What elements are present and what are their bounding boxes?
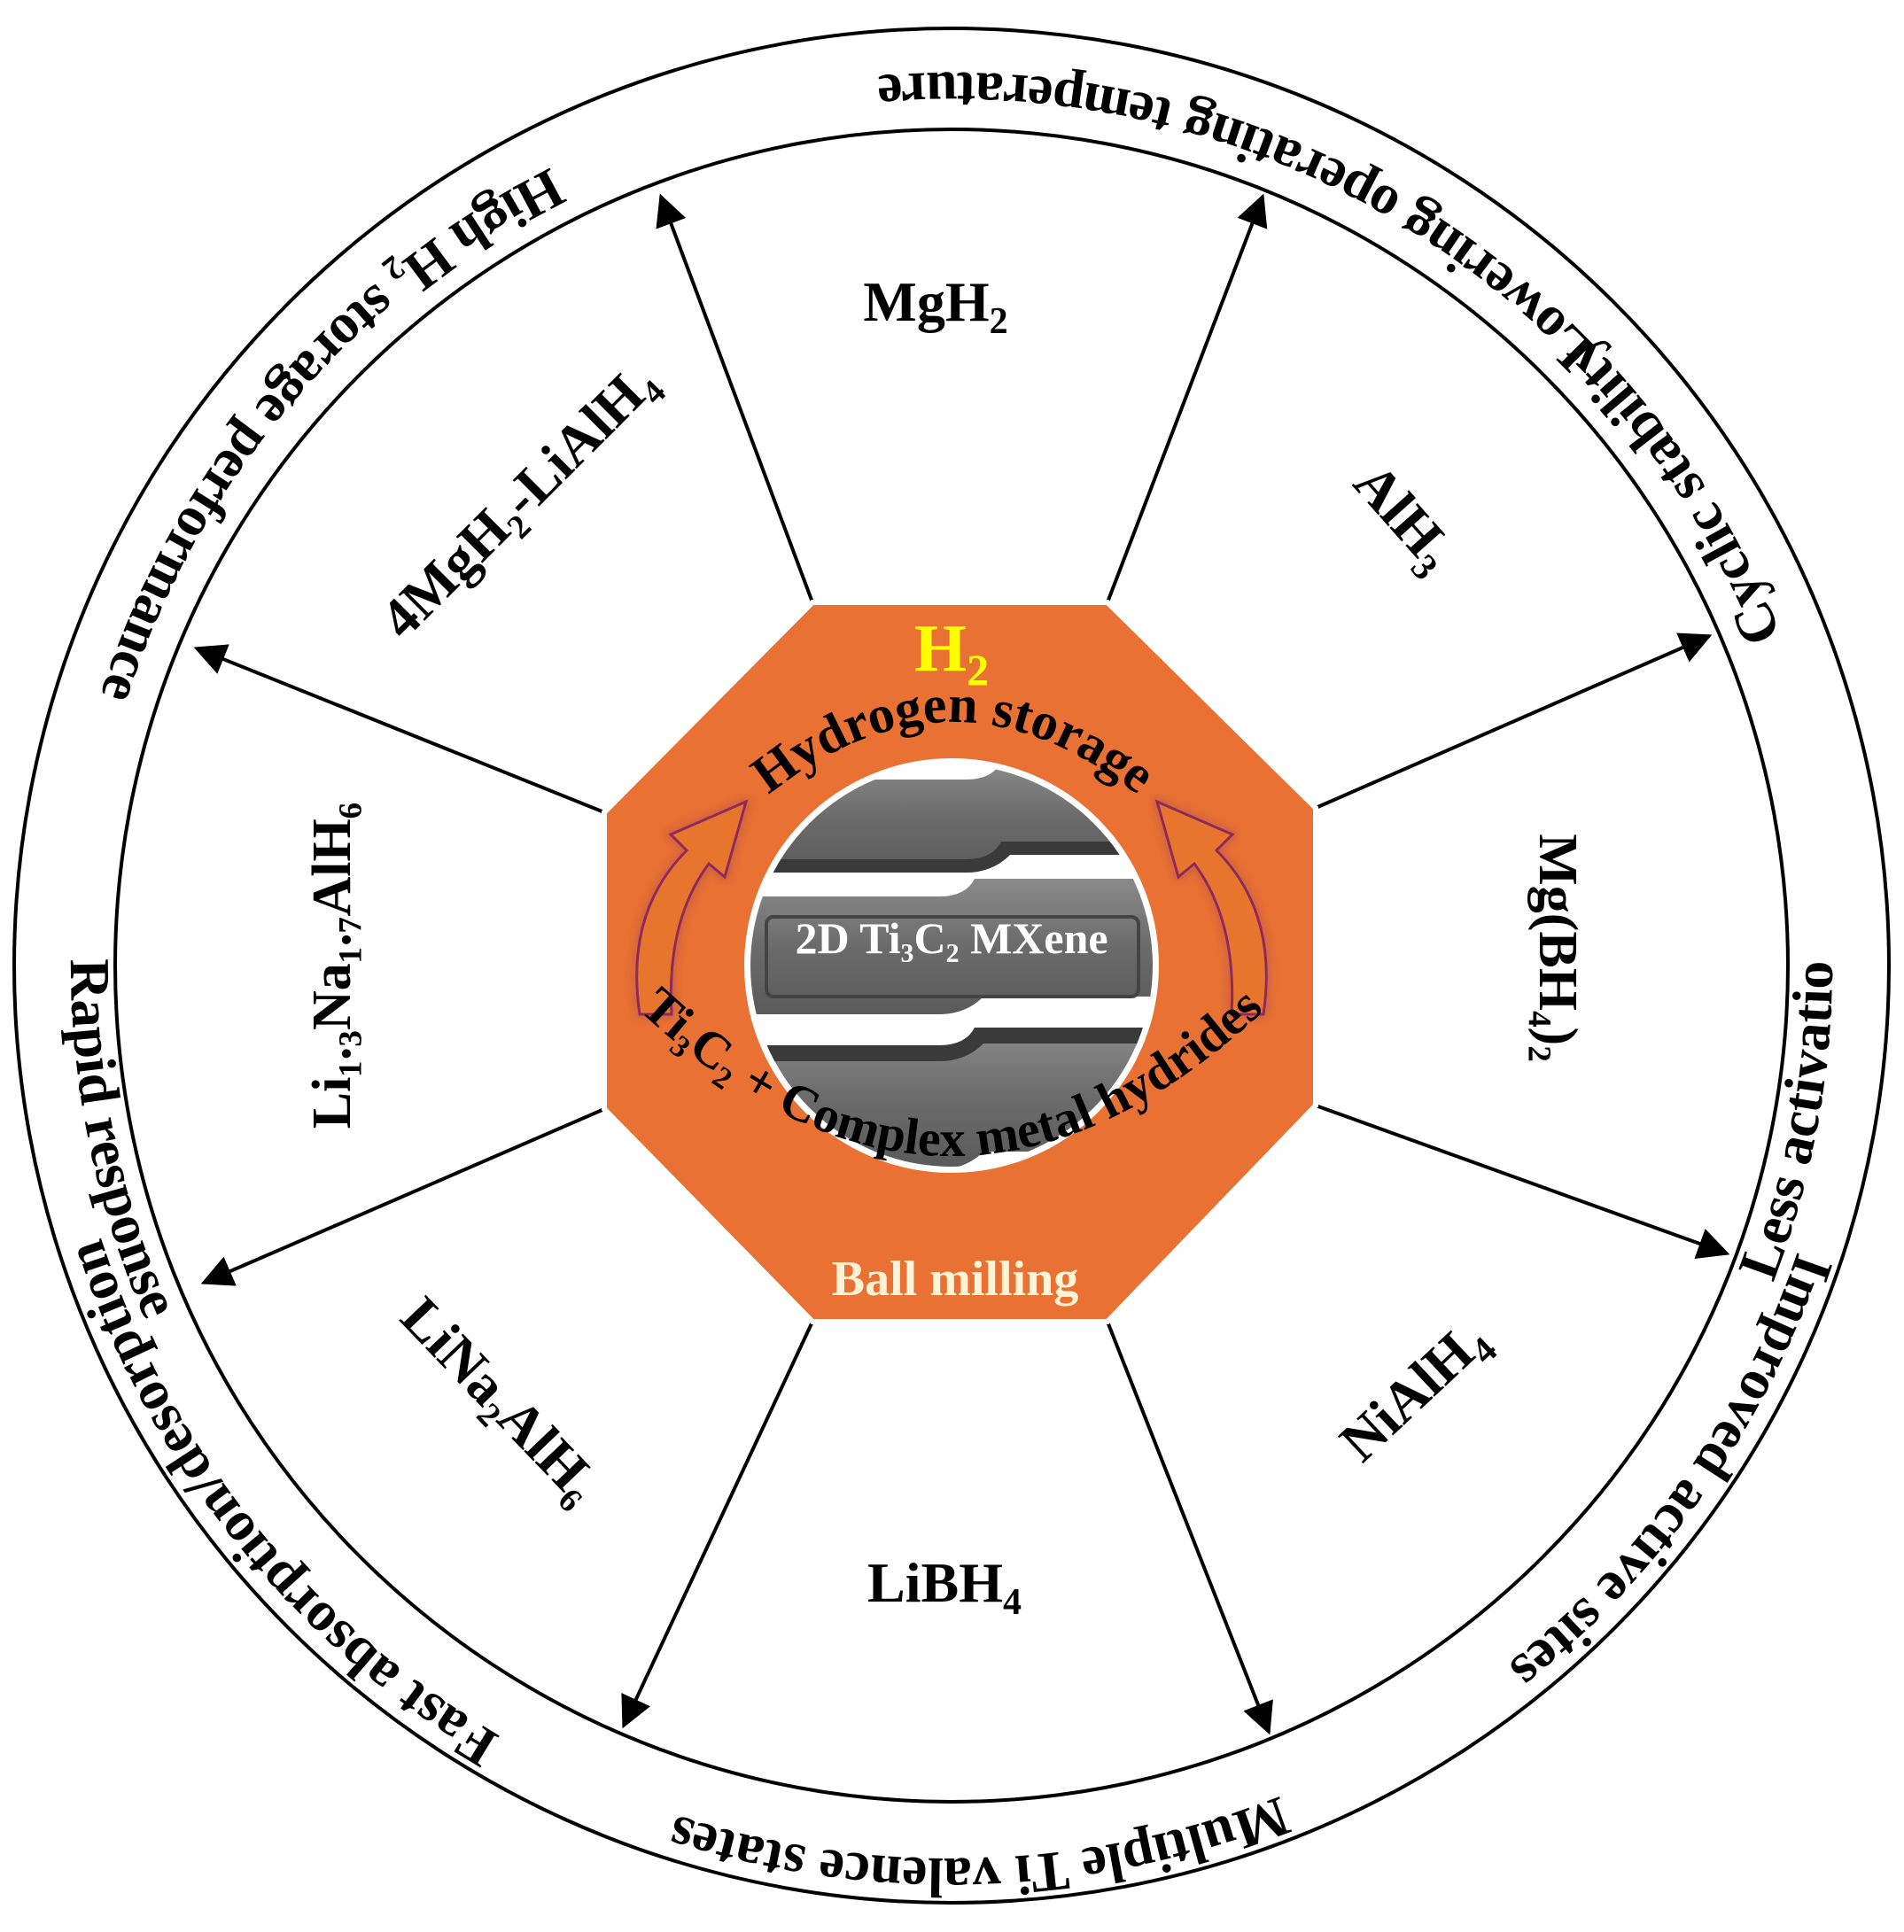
mxene-image: 2D Ti₃C₂ MXene xyxy=(744,758,1159,1173)
spoke-bottom-right xyxy=(1082,1289,1273,1735)
ring-label-improved-active-sites: Improved active sites xyxy=(1499,1247,1846,1704)
spoke-left-top xyxy=(193,644,637,838)
outer-ring xyxy=(12,27,1891,1905)
ring-label-multiple-ti-valence: Multiple Ti valence states xyxy=(661,1785,1298,1910)
hydride-libh4: LiBH4 xyxy=(867,1551,1022,1623)
inner-ring xyxy=(113,128,1790,1804)
ring-label-lowering-temperature: Lowering operating temperature xyxy=(875,60,1605,384)
hydride-mgbh4-2: Mg(BH₄)₂ xyxy=(1527,834,1588,1062)
spoke-top-right xyxy=(1082,193,1268,635)
ball-milling-label: Ball milling xyxy=(832,1252,1079,1307)
hydride-alh3: AlH3 xyxy=(1342,451,1457,588)
hydride-li13na17alh6: Li₁.₃Na₁.₇AlH₆ xyxy=(302,803,362,1129)
spoke-right-top xyxy=(1283,632,1713,834)
spoke-top-left xyxy=(656,193,838,635)
spoke-right-bottom xyxy=(1283,1081,1730,1259)
ring-label-high-h2-storage: High H₂ storage performance xyxy=(89,157,574,710)
left-curved-arrow xyxy=(635,799,749,1016)
hydride-mgh2: MgH2 xyxy=(863,270,1007,342)
h2-label: H2 xyxy=(914,611,989,694)
spoke-left-bottom xyxy=(200,1082,637,1286)
spokes xyxy=(193,193,1730,1735)
hydride-nialh4: NiAlH4 xyxy=(1328,1320,1505,1473)
curved-arrows xyxy=(635,799,1268,1016)
right-curved-arrow xyxy=(1154,799,1268,1016)
spoke-bottom-left xyxy=(621,1289,840,1729)
hydride-4mgh2-lialh4: 4MgH₂-LiAlH₄ xyxy=(368,350,668,650)
mxene-label: 2D Ti₃C₂ MXene xyxy=(795,913,1107,963)
ring-label-cyclic-stability: Cyclic stability xyxy=(1548,327,1792,655)
hydride-lina2alh6: LiNa₂AlH₆ xyxy=(389,1285,612,1515)
